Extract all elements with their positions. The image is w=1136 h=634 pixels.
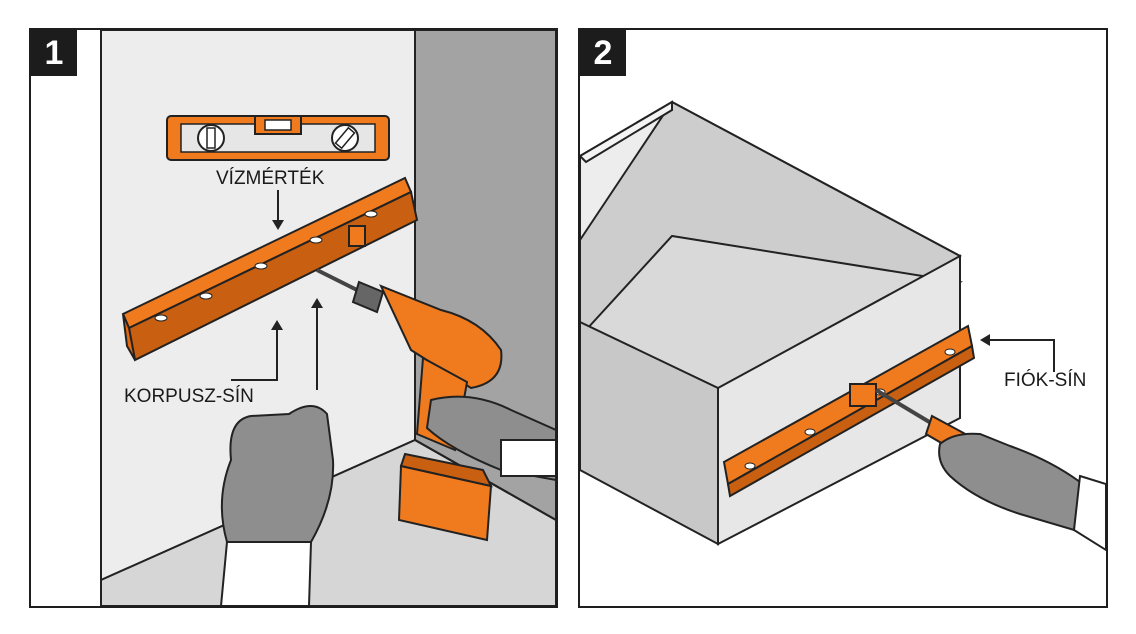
- step-1-illustration: [100, 30, 556, 606]
- glove-hand-icon: [219, 405, 335, 606]
- step-number-badge: 2: [580, 30, 626, 76]
- drawer-rail-label: FIÓK-SÍN: [1004, 370, 1087, 391]
- glove-hand-icon: [425, 395, 556, 482]
- glove-hand-icon: [938, 432, 1106, 552]
- cabinet-rail-icon: [121, 176, 419, 362]
- step-1-panel: 1: [29, 28, 558, 608]
- level-label: VÍZMÉRTÉK: [216, 168, 325, 189]
- step-2-illustration: [580, 100, 1106, 552]
- step-number-badge: 1: [31, 30, 77, 76]
- drawer-rail-icon: [722, 324, 976, 498]
- spirit-level-icon: [166, 115, 390, 161]
- cabinet-rail-label: KORPUSZ-SÍN: [124, 386, 254, 407]
- step-2-panel: 2 FIÓK-SÍN: [578, 28, 1108, 608]
